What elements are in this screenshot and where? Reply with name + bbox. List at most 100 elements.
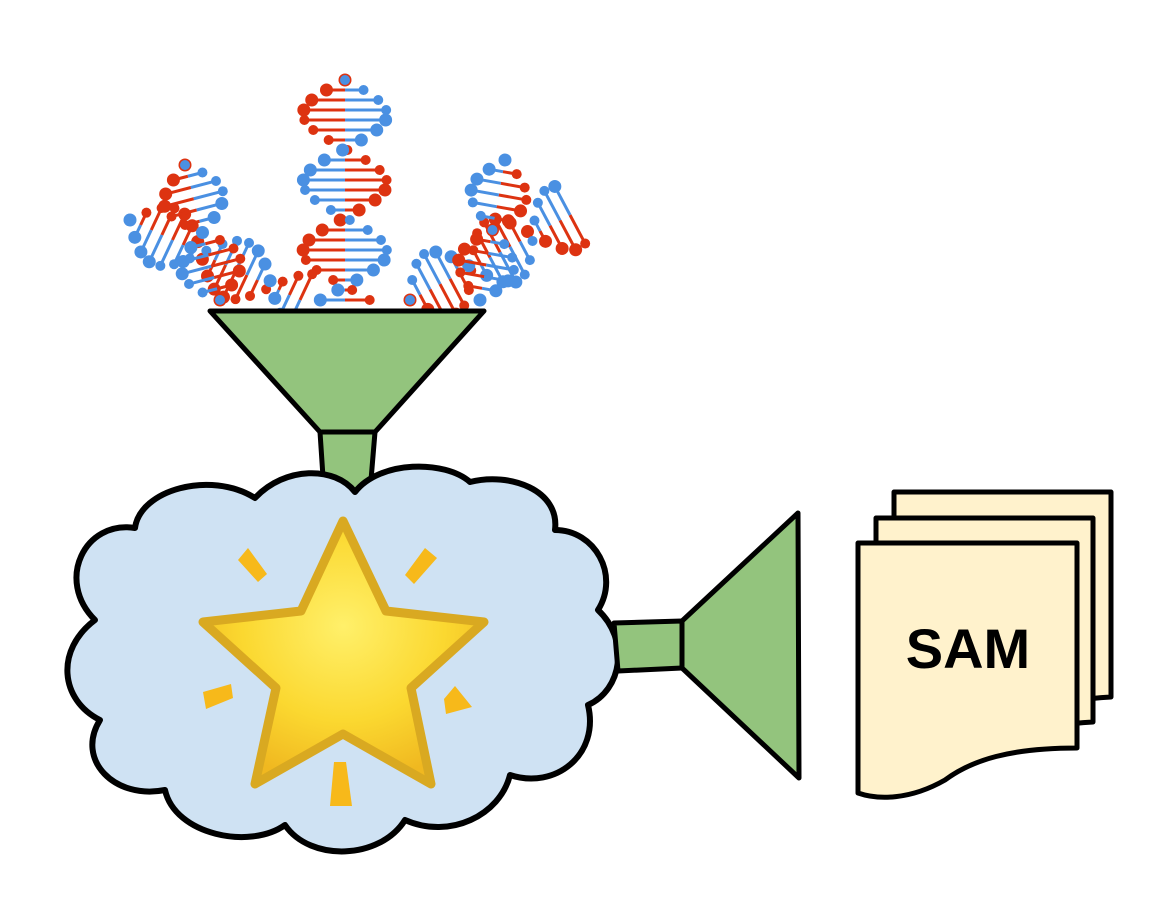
dna-backbone-bead bbox=[166, 173, 180, 187]
dna-backbone-bead bbox=[340, 75, 350, 85]
dna-backbone-bead bbox=[368, 193, 382, 207]
dna-backbone-bead bbox=[405, 295, 415, 305]
dna-backbone-bead bbox=[370, 123, 384, 137]
dna-backbone-bead bbox=[328, 275, 339, 285]
dna-backbone-bead bbox=[501, 274, 515, 288]
dna-backbone-bead bbox=[379, 113, 393, 127]
dna-backbone-bead bbox=[555, 241, 569, 255]
dna-backbone-bead bbox=[467, 197, 478, 208]
dna-backbone-bead bbox=[308, 125, 319, 135]
dna-backbone-bead bbox=[499, 239, 510, 250]
dna-backbone-bead bbox=[347, 285, 358, 295]
dna-backbone-bead bbox=[297, 103, 311, 117]
dna-backbone-bead bbox=[184, 241, 198, 255]
dna-backbone-bead bbox=[464, 183, 478, 197]
sparkle-ray bbox=[330, 762, 352, 806]
dna-backbone-bead bbox=[507, 252, 518, 263]
output-funnel-cone bbox=[679, 510, 802, 781]
dna-base-pair bbox=[508, 246, 527, 276]
dna-backbone-bead bbox=[532, 197, 543, 208]
dna-backbone-bead bbox=[217, 186, 228, 197]
dna-base-pair bbox=[422, 253, 442, 285]
dna-backbone-bead bbox=[470, 172, 484, 186]
dna-backbone-bead bbox=[498, 153, 512, 167]
dna-backbone-bead bbox=[169, 259, 180, 270]
dna-backbone-bead bbox=[142, 255, 156, 269]
dna-backbone-bead bbox=[159, 187, 173, 201]
dna-backbone-bead bbox=[134, 245, 148, 259]
dna-backbone-bead bbox=[299, 115, 310, 125]
dna-backbone-bead bbox=[470, 232, 484, 246]
dna-backbone-bead bbox=[141, 207, 152, 218]
dna-backbone-bead bbox=[228, 243, 239, 254]
dna-backbone-bead bbox=[508, 264, 519, 275]
dna-backbone-bead bbox=[374, 165, 385, 175]
dna-backbone-bead bbox=[123, 213, 137, 227]
document-label: SAM bbox=[906, 617, 1030, 680]
dna-backbone-bead bbox=[300, 185, 311, 195]
dna-backbone-bead bbox=[235, 253, 246, 264]
dna-backbone-bead bbox=[315, 223, 329, 237]
dna-backbone-bead bbox=[184, 279, 195, 290]
dna-backbone-bead bbox=[201, 245, 212, 256]
dna-double-helix-icon bbox=[123, 73, 591, 333]
dna-backbone-bead bbox=[350, 273, 364, 287]
dna-backbone-bead bbox=[539, 234, 553, 248]
dna-backbone-bead bbox=[511, 169, 522, 180]
dna-backbone-bead bbox=[300, 255, 311, 265]
sparkle-ray bbox=[405, 548, 437, 584]
dna-backbone-bead bbox=[354, 133, 368, 147]
dna-backbone-bead bbox=[331, 283, 345, 297]
dna-backbone-bead bbox=[293, 270, 304, 281]
dna-backbone-bead bbox=[429, 245, 443, 259]
dna-backbone-bead bbox=[407, 275, 418, 286]
dna-backbone-bead bbox=[501, 214, 515, 228]
dna-backbone-bead bbox=[524, 255, 535, 266]
dna-backbone-bead bbox=[244, 290, 255, 301]
dna-backbone-bead bbox=[155, 260, 166, 271]
dna-base-pair bbox=[448, 278, 466, 307]
dna-backbone-bead bbox=[381, 105, 392, 115]
dna-backbone-bead bbox=[319, 83, 333, 97]
dna-backbone-bead bbox=[539, 185, 550, 196]
dna-backbone-bead bbox=[452, 253, 466, 267]
dna-backbone-bead bbox=[475, 210, 486, 221]
dna-backbone-bead bbox=[373, 95, 384, 105]
dna-backbone-bead bbox=[128, 230, 142, 244]
dna-backbone-bead bbox=[196, 226, 209, 239]
dna-backbone-bead bbox=[313, 293, 327, 307]
dna-backbone-bead bbox=[302, 233, 316, 247]
dna-backbone-bead bbox=[277, 276, 288, 287]
dna-backbone-bead bbox=[197, 167, 208, 178]
dna-backbone-bead bbox=[180, 160, 190, 170]
dna-backbone-bead bbox=[362, 225, 373, 235]
dna-backbone-bead bbox=[303, 163, 317, 177]
dna-backbone-bead bbox=[521, 225, 535, 239]
dna-backbone-bead bbox=[305, 93, 319, 107]
output-funnel-spout bbox=[611, 618, 685, 674]
dna-backbone-bead bbox=[309, 195, 320, 205]
dna-backbone-bead bbox=[325, 205, 336, 215]
dna-backbone-bead bbox=[419, 249, 430, 260]
dna-backbone-bead bbox=[232, 235, 243, 246]
dna-backbone-bead bbox=[457, 242, 471, 256]
dna-backbone-bead bbox=[175, 267, 189, 281]
dna-backbone-bead bbox=[263, 274, 277, 288]
star-shape bbox=[198, 516, 489, 789]
dna-backbone-bead bbox=[317, 153, 331, 167]
dna-backbone-bead bbox=[548, 179, 562, 193]
dna-base-pair bbox=[568, 214, 587, 245]
dna-backbone-bead bbox=[411, 258, 422, 269]
dna-backbone-bead bbox=[521, 194, 532, 205]
funnel-cone bbox=[207, 308, 487, 435]
dna-backbone-bead bbox=[225, 278, 239, 292]
dna-backbone-bead bbox=[569, 243, 583, 257]
dna-backbone-bead bbox=[336, 143, 350, 157]
dna-backbone-bead bbox=[210, 175, 221, 186]
dna-backbone-bead bbox=[296, 173, 310, 187]
sparkle-ray bbox=[203, 684, 233, 709]
funnel-icon bbox=[207, 308, 487, 495]
dna-base-pair bbox=[543, 190, 562, 222]
dna-backbone-bead bbox=[176, 255, 190, 269]
dna-backbone-bead bbox=[323, 135, 334, 145]
